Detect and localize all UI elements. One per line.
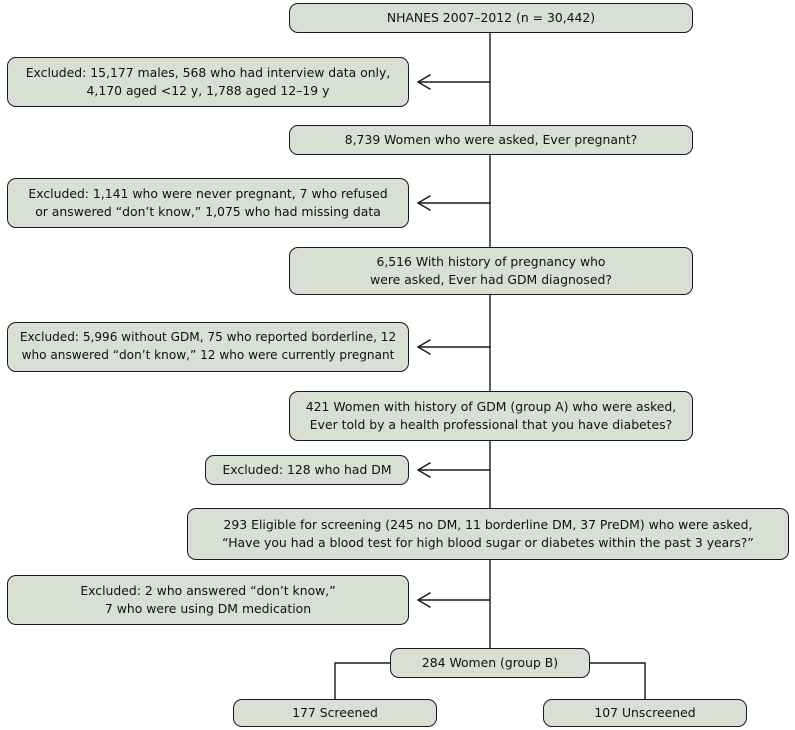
node-label: Excluded: 128 who had DM [222, 462, 392, 477]
node-label: 177 Screened [292, 705, 378, 720]
node-label: 107 Unscreened [594, 705, 696, 720]
node-women-asked-pregnant[interactable]: 8,739 Women who were asked, Ever pregnan… [289, 125, 693, 155]
connector-split-left [334, 662, 391, 700]
node-label: Excluded: 2 who answered “don’t know,” 7… [80, 583, 336, 616]
arrowhead-excluded-5 [416, 592, 431, 608]
node-label: 284 Women (group B) [421, 655, 559, 670]
node-label: 6,516 With history of pregnancy who were… [370, 254, 612, 287]
connector-split-right [589, 662, 646, 700]
node-excluded-2[interactable]: Excluded: 1,141 who were never pregnant,… [7, 178, 409, 228]
node-screened[interactable]: 177 Screened [233, 699, 437, 727]
node-gdm-group-a[interactable]: 421 Women with history of GDM (group A) … [289, 391, 693, 441]
node-nhanes-cohort[interactable]: NHANES 2007–2012 (n = 30,442) [289, 3, 693, 33]
arrowhead-excluded-1 [416, 74, 431, 90]
node-women-group-b[interactable]: 284 Women (group B) [390, 648, 590, 678]
node-label: Excluded: 15,177 males, 568 who had inte… [25, 65, 391, 98]
node-label: 293 Eligible for screening (245 no DM, 1… [222, 517, 754, 550]
node-label: 421 Women with history of GDM (group A) … [305, 399, 677, 432]
arrowhead-excluded-4 [416, 462, 431, 478]
node-history-pregnancy-gdm[interactable]: 6,516 With history of pregnancy who were… [289, 247, 693, 295]
arrowhead-excluded-2 [416, 195, 431, 211]
arrowhead-excluded-3 [416, 339, 431, 355]
node-excluded-3[interactable]: Excluded: 5,996 without GDM, 75 who repo… [7, 322, 409, 372]
node-excluded-1[interactable]: Excluded: 15,177 males, 568 who had inte… [7, 57, 409, 107]
node-unscreened[interactable]: 107 Unscreened [543, 699, 747, 727]
node-label: Excluded: 1,141 who were never pregnant,… [28, 186, 388, 219]
node-label: Excluded: 5,996 without GDM, 75 who repo… [19, 330, 397, 362]
node-eligible-screening[interactable]: 293 Eligible for screening (245 no DM, 1… [187, 508, 789, 560]
node-label: 8,739 Women who were asked, Ever pregnan… [344, 132, 638, 147]
node-excluded-5[interactable]: Excluded: 2 who answered “don’t know,” 7… [7, 575, 409, 625]
node-label: NHANES 2007–2012 (n = 30,442) [386, 10, 596, 25]
node-excluded-4[interactable]: Excluded: 128 who had DM [205, 455, 409, 485]
